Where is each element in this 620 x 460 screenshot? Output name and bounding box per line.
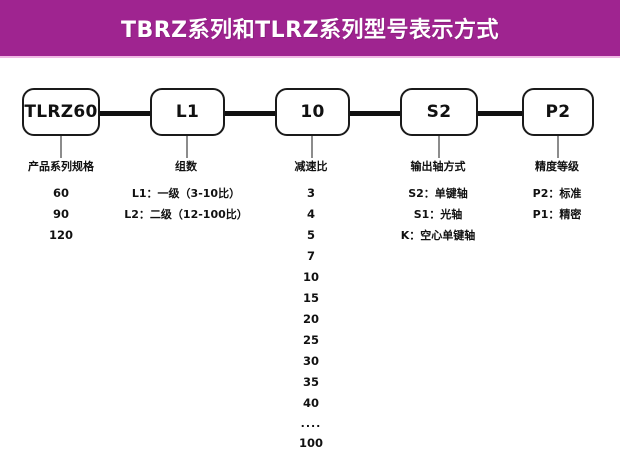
column-item: 10 [302, 270, 319, 284]
column-item: P1：精密 [532, 208, 582, 221]
column-heading: 输出轴方式 [410, 160, 466, 173]
column-item: L2：二级（12-100比） [124, 208, 248, 221]
code-box-series-spec[interactable]: TLRZ60 [22, 88, 100, 136]
column-item: 15 [302, 291, 319, 305]
drop-line-output-shaft-type [438, 136, 440, 158]
column-item: 60 [52, 186, 69, 200]
column-item: 35 [302, 375, 319, 389]
model-code-diagram: TLRZ60 L1 10 S2 P2 产品系列规格 60 90 120 组数 L… [0, 58, 620, 460]
column-item: S1：光轴 [413, 208, 463, 221]
column-heading: 产品系列规格 [28, 160, 94, 173]
column-stage-count: 组数 L1：一级（3-10比） L2：二级（12-100比） [111, 158, 261, 225]
page-title: TBRZ系列和TLRZ系列型号表示方式 [120, 18, 500, 43]
column-item: 4 [306, 207, 315, 221]
column-output-shaft-type: 输出轴方式 S2：单键轴 S1：光轴 K：空心单键轴 [373, 158, 503, 246]
column-reduction-ratio: 减速比 3 4 5 7 10 15 20 25 30 35 40 .... 10… [261, 158, 361, 454]
column-heading: 精度等级 [535, 160, 579, 173]
column-item: 30 [302, 354, 319, 368]
column-item: 40 [302, 396, 319, 410]
title-banner: TBRZ系列和TLRZ系列型号表示方式 [0, 0, 620, 58]
column-item: P2：标准 [532, 187, 582, 200]
column-item: 100 [298, 436, 323, 450]
code-box-precision-grade[interactable]: P2 [522, 88, 594, 136]
column-item: 7 [306, 249, 315, 263]
connector-4 [478, 111, 522, 116]
drop-line-stage-count [186, 136, 188, 158]
code-box-label: L1 [175, 102, 200, 122]
code-box-label: S2 [426, 102, 452, 122]
drop-line-reduction-ratio [311, 136, 313, 158]
column-item: S2：单键轴 [408, 187, 468, 200]
code-box-label: P2 [545, 102, 571, 122]
column-item: 90 [52, 207, 69, 221]
drop-line-series-spec [60, 136, 62, 158]
column-item: 3 [306, 186, 315, 200]
drop-line-precision-grade [557, 136, 559, 158]
column-item: L1：一级（3-10比） [131, 187, 241, 200]
column-item: 5 [306, 228, 315, 242]
column-heading: 减速比 [294, 160, 328, 173]
column-item-ellipsis: .... [300, 417, 322, 430]
code-box-label: 10 [300, 102, 325, 122]
code-box-output-shaft-type[interactable]: S2 [400, 88, 478, 136]
column-item: K：空心单键轴 [400, 229, 476, 242]
column-heading: 组数 [175, 160, 197, 173]
column-item: 120 [48, 228, 73, 242]
column-series-spec: 产品系列规格 60 90 120 [11, 158, 111, 246]
column-item: 25 [302, 333, 319, 347]
connector-1 [100, 111, 150, 116]
code-box-stage-count[interactable]: L1 [150, 88, 225, 136]
column-precision-grade: 精度等级 P2：标准 P1：精密 [502, 158, 612, 225]
connector-3 [350, 111, 400, 116]
connector-2 [225, 111, 275, 116]
code-box-label: TLRZ60 [24, 102, 98, 122]
column-item: 20 [302, 312, 319, 326]
code-box-reduction-ratio[interactable]: 10 [275, 88, 350, 136]
